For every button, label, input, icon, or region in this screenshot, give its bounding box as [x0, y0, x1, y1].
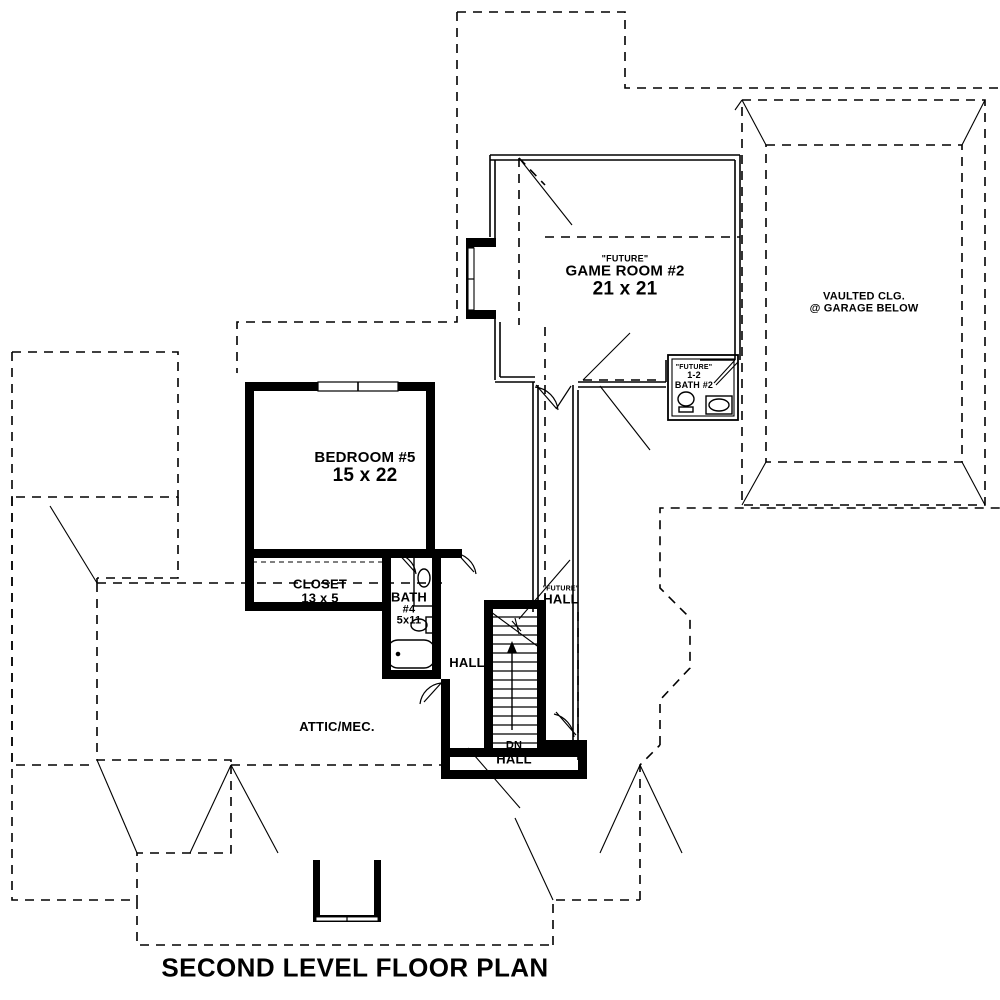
- vaulted-line1: VAULTED CLG.: [822, 290, 906, 303]
- attic-name: ATTIC/MEC.: [299, 719, 375, 735]
- bath4-dimensions: 5x11: [396, 614, 422, 627]
- bedroom5-dimensions: 15 x 22: [332, 464, 398, 486]
- door-swings: [393, 384, 577, 738]
- game-room-dimensions: 21 x 21: [592, 278, 658, 300]
- bath4-fixtures: [386, 555, 436, 669]
- bath2-name: BATH #2: [674, 379, 714, 390]
- bedroom-window: [317, 381, 399, 392]
- chimney-bay: [313, 860, 381, 922]
- game-room-name: GAME ROOM #2: [565, 262, 685, 280]
- room-label-hall-down: DN HALL: [496, 740, 531, 765]
- room-label-bedroom5: BEDROOM #5 15 x 22: [314, 450, 415, 486]
- future-walls: [489, 154, 741, 745]
- staircase: [490, 611, 541, 744]
- hall-future-name: HALL: [543, 591, 579, 607]
- closet-dimensions: 13 x 5: [301, 590, 339, 605]
- room-label-hall-future: "FUTURE" HALL: [543, 586, 580, 607]
- room-label-bath2: "FUTURE" 1-2 BATH #2: [675, 364, 713, 390]
- room-label-closet: CLOSET 13 x 5: [293, 577, 347, 604]
- roof-outline-dashed: [11, 11, 1000, 946]
- room-label-attic: ATTIC/MEC.: [299, 720, 374, 734]
- bath2-future-tag: "FUTURE": [675, 363, 713, 371]
- bath2-fraction: 1-2: [687, 370, 701, 381]
- room-label-vaulted-ceiling: VAULTED CLG. @ GARAGE BELOW: [810, 291, 919, 314]
- hall-bath-name: HALL: [449, 655, 485, 671]
- closet-name: CLOSET: [293, 576, 347, 592]
- bedroom5-name: BEDROOM #5: [314, 449, 416, 467]
- room-label-game-room: "FUTURE" GAME ROOM #2 21 x 21: [565, 253, 685, 300]
- game-room-window: [467, 247, 475, 311]
- hall-future-tag: "FUTURE": [542, 585, 580, 593]
- roof-hip-lines: [49, 99, 986, 901]
- hall-down-name: HALL: [496, 750, 532, 766]
- room-label-hall-bath: HALL: [449, 656, 484, 670]
- game-room-future-tag: "FUTURE": [601, 253, 649, 264]
- hall-down-direction: DN: [505, 739, 523, 752]
- room-label-bath4: BATH #4 5x11: [391, 589, 427, 628]
- future-bath2-walls: [667, 354, 739, 421]
- page-title: SECOND LEVEL FLOOR PLAN: [161, 952, 549, 983]
- bath4-number: #4: [402, 603, 416, 616]
- vaulted-line2: @ GARAGE BELOW: [809, 302, 919, 314]
- bath4-name: BATH: [391, 589, 427, 605]
